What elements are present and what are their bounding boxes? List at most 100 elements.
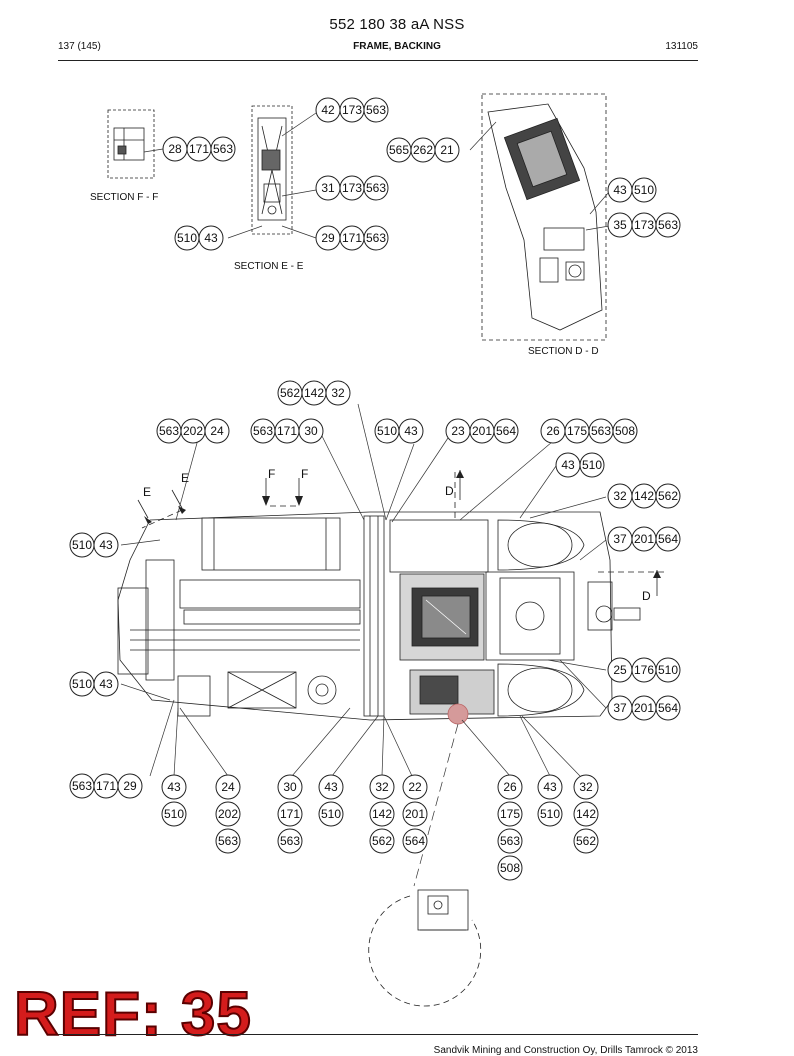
callout-number: 37 <box>613 701 627 715</box>
callout-number: 173 <box>342 181 362 195</box>
callout-circle <box>497 801 523 827</box>
callout-number: 171 <box>277 424 297 438</box>
callout-circle <box>298 418 324 444</box>
callout-number: 564 <box>658 532 678 546</box>
callout-number: 29 <box>321 231 335 245</box>
callout-number: 262 <box>413 143 433 157</box>
column-callout-number: 563 <box>280 834 300 848</box>
callout-number: 43 <box>404 424 418 438</box>
callout-circle <box>537 774 563 800</box>
column-callout-number: 142 <box>576 807 596 821</box>
footer-copyright: Sandvik Mining and Construction Oy, Dril… <box>433 1045 698 1056</box>
leader-lines <box>120 112 610 887</box>
callout-number: 563 <box>159 424 179 438</box>
column-callout-number: 508 <box>500 861 520 875</box>
column-callout-number: 43 <box>324 780 338 794</box>
cut-marker-d-right: D <box>642 589 651 603</box>
callout-number: 510 <box>72 538 92 552</box>
section-f-view <box>107 109 155 179</box>
callout-circle <box>573 828 599 854</box>
callout-circle <box>93 671 119 697</box>
column-callout-number: 562 <box>576 834 596 848</box>
document-title: 552 180 38 aA NSS <box>329 16 465 33</box>
callout-number: 563 <box>72 779 92 793</box>
callout-circle <box>369 774 395 800</box>
column-callout-number: 171 <box>280 807 300 821</box>
callout-circle <box>612 418 638 444</box>
column-callout-number: 510 <box>321 807 341 821</box>
callout-circle <box>631 177 657 203</box>
callout-number: 563 <box>213 142 233 156</box>
callout-number: 43 <box>99 538 113 552</box>
callout-number: 32 <box>613 489 627 503</box>
column-callout-number: 32 <box>375 780 389 794</box>
column-callout-number: 43 <box>167 780 181 794</box>
callout-circle <box>215 828 241 854</box>
callout-number: 43 <box>99 677 113 691</box>
column-callout-number: 510 <box>540 807 560 821</box>
callout-number: 23 <box>451 424 465 438</box>
callout-number: 565 <box>389 143 409 157</box>
callout-columns: 4351024202563301715634351032142562222015… <box>161 774 599 881</box>
callout-circle <box>434 137 460 163</box>
cut-lines <box>141 472 664 573</box>
callout-number: 562 <box>280 386 300 400</box>
callout-circle <box>363 225 389 251</box>
callout-circle <box>325 380 351 406</box>
callout-number: 510 <box>582 458 602 472</box>
callout-number: 29 <box>123 779 137 793</box>
callout-circle <box>398 418 424 444</box>
cut-marker-e-lower: E <box>143 485 152 499</box>
callout-circle <box>277 801 303 827</box>
callout-number: 31 <box>321 181 335 195</box>
column-callout-number: 562 <box>372 834 392 848</box>
callout-number: 142 <box>304 386 324 400</box>
column-callout-number: 32 <box>579 780 593 794</box>
callout-circle <box>497 828 523 854</box>
callout-circle <box>93 532 119 558</box>
callout-circle <box>655 526 681 552</box>
callout-circle <box>198 225 224 251</box>
callout-number: 42 <box>321 103 335 117</box>
callout-number: 37 <box>613 532 627 546</box>
callout-circle <box>161 774 187 800</box>
column-callout-number: 202 <box>218 807 238 821</box>
callout-number: 142 <box>634 489 654 503</box>
callout-circle <box>402 828 428 854</box>
column-callout-number: 175 <box>500 807 520 821</box>
callout-circle <box>402 774 428 800</box>
callout-number: 563 <box>591 424 611 438</box>
column-callout-number: 201 <box>405 807 425 821</box>
column-callout-number: 22 <box>408 780 422 794</box>
section-e-view <box>251 105 293 235</box>
callout-number: 202 <box>183 424 203 438</box>
callout-circle <box>493 418 519 444</box>
column-callout-number: 142 <box>372 807 392 821</box>
column-callout-number: 563 <box>500 834 520 848</box>
callout-circle <box>318 801 344 827</box>
main-plan-view <box>117 511 641 725</box>
callout-number: 43 <box>613 183 627 197</box>
section-e-label: SECTION E - E <box>234 261 304 272</box>
callout-number: 201 <box>472 424 492 438</box>
reference-badge: REF: 35 <box>13 980 252 1049</box>
callout-number: 562 <box>658 489 678 503</box>
column-callout-number: 24 <box>221 780 235 794</box>
callout-number: 563 <box>366 103 386 117</box>
callout-circle <box>655 212 681 238</box>
callout-number: 32 <box>331 386 345 400</box>
callout-circle <box>117 773 143 799</box>
callout-circle <box>204 418 230 444</box>
callout-circle <box>402 801 428 827</box>
callout-circle <box>363 175 389 201</box>
column-callout-number: 43 <box>543 780 557 794</box>
callout-number: 510 <box>658 663 678 677</box>
callout-number: 43 <box>204 231 218 245</box>
section-d-label: SECTION D - D <box>528 346 599 357</box>
header-divider <box>58 60 698 61</box>
callout-number: 25 <box>613 663 627 677</box>
detail-view <box>368 889 482 1007</box>
cut-arrows <box>144 470 661 578</box>
document-code: 131105 <box>665 41 698 52</box>
callout-circle <box>215 801 241 827</box>
